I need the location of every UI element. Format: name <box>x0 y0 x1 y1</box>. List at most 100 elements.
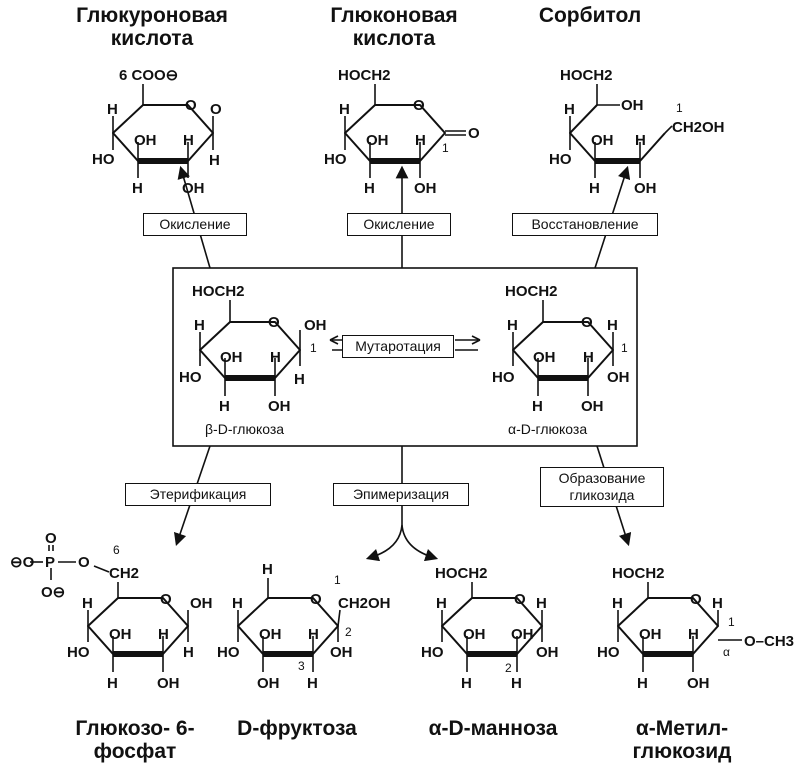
svg-text:H: H <box>436 595 447 612</box>
title-sorbitol: Сорбитол <box>538 4 642 27</box>
alpha-glucose-structure: HOCH2 O H OH 1 H HO OH H H OH α-D-глюкоз… <box>492 283 630 437</box>
title-gluconic-acid: Глюконовая кислота <box>330 4 458 50</box>
svg-text:H: H <box>183 132 194 149</box>
svg-text:HOCH2: HOCH2 <box>338 67 391 84</box>
svg-text:HO: HO <box>492 369 515 386</box>
svg-text:O: O <box>690 591 702 608</box>
svg-text:OH: OH <box>581 398 604 415</box>
svg-text:O: O <box>413 97 425 114</box>
svg-text:HOCH2: HOCH2 <box>505 283 558 300</box>
mannose-structure: HOCH2 O H OH H HO OH H OH H 2 <box>421 565 559 692</box>
svg-text:OH: OH <box>257 675 280 692</box>
svg-text:H: H <box>270 349 281 366</box>
svg-text:O: O <box>45 530 57 547</box>
svg-text:H: H <box>532 398 543 415</box>
svg-text:O⊖: O⊖ <box>41 584 65 601</box>
svg-text:OH: OH <box>259 626 282 643</box>
svg-text:HO: HO <box>92 151 115 168</box>
svg-text:⊖O: ⊖O <box>10 554 35 571</box>
svg-text:HO: HO <box>597 644 620 661</box>
label-glycoside-formation: Образование гликозида <box>540 467 664 507</box>
svg-text:HOCH2: HOCH2 <box>435 565 488 582</box>
svg-text:H: H <box>637 675 648 692</box>
svg-text:OH: OH <box>109 626 132 643</box>
glucuronic-acid-structure: 6 COO⊖ O O H H HO OH H H OH <box>92 67 222 197</box>
svg-text:H: H <box>294 371 305 388</box>
svg-text:1: 1 <box>442 141 449 155</box>
svg-text:HOCH2: HOCH2 <box>192 283 245 300</box>
central-box <box>172 267 638 447</box>
svg-text:HO: HO <box>549 151 572 168</box>
svg-text:OH: OH <box>220 349 243 366</box>
svg-text:O: O <box>581 314 593 331</box>
svg-text:H: H <box>589 180 600 197</box>
svg-text:H: H <box>82 595 93 612</box>
svg-text:2: 2 <box>505 661 512 675</box>
sorbitol-structure: HOCH2 OH CH2OH 1 H HO OH H H OH <box>549 67 725 197</box>
svg-text:H: H <box>364 180 375 197</box>
svg-text:OH: OH <box>157 675 180 692</box>
title-mannose: α-D-манноза <box>428 717 558 740</box>
svg-text:H: H <box>507 317 518 334</box>
methylglucoside-structure: HOCH2 O H 1 O–CH3 α H HO OH H H OH <box>597 565 794 692</box>
title-glucuronic-acid: Глюкуроновая кислота <box>76 4 228 50</box>
svg-text:H: H <box>194 317 205 334</box>
label-oxidation-2: Окисление <box>347 213 451 236</box>
svg-text:H: H <box>461 675 472 692</box>
svg-text:HO: HO <box>324 151 347 168</box>
svg-text:CH2OH: CH2OH <box>338 595 391 612</box>
svg-text:OH: OH <box>607 369 630 386</box>
svg-text:HO: HO <box>67 644 90 661</box>
svg-text:O: O <box>310 591 322 608</box>
svg-text:H: H <box>635 132 646 149</box>
svg-text:OH: OH <box>268 398 291 415</box>
label-esterification: Этерификация <box>125 483 271 506</box>
svg-text:O: O <box>160 591 172 608</box>
svg-text:CH2OH: CH2OH <box>672 119 725 136</box>
beta-glucose-structure: HOCH2 O OH H 1 H HO OH H H OH β-D-глюкоз… <box>179 283 327 437</box>
svg-text:H: H <box>583 349 594 366</box>
label-mutarotation: Мутаротация <box>342 335 454 358</box>
svg-text:1: 1 <box>621 341 628 355</box>
svg-text:O: O <box>514 591 526 608</box>
svg-text:OH: OH <box>511 626 534 643</box>
svg-text:H: H <box>307 675 318 692</box>
svg-text:OH: OH <box>414 180 437 197</box>
svg-text:β-D-глюкоза: β-D-глюкоза <box>205 421 284 437</box>
svg-text:OH: OH <box>536 644 559 661</box>
svg-text:1: 1 <box>728 615 735 629</box>
svg-text:H: H <box>607 317 618 334</box>
svg-text:HOCH2: HOCH2 <box>560 67 613 84</box>
svg-text:O: O <box>185 97 197 114</box>
svg-text:OH: OH <box>366 132 389 149</box>
svg-text:OH: OH <box>190 595 213 612</box>
svg-text:OH: OH <box>533 349 556 366</box>
svg-text:OH: OH <box>687 675 710 692</box>
svg-text:3: 3 <box>298 659 305 673</box>
svg-text:H: H <box>511 675 522 692</box>
svg-text:H: H <box>219 398 230 415</box>
svg-text:H: H <box>158 626 169 643</box>
svg-text:O: O <box>468 125 480 142</box>
svg-text:1: 1 <box>334 573 341 587</box>
label-oxidation-1: Окисление <box>143 213 247 236</box>
svg-text:H: H <box>688 626 699 643</box>
svg-text:P: P <box>45 554 55 571</box>
svg-text:O: O <box>78 554 90 571</box>
svg-text:1: 1 <box>310 341 317 355</box>
svg-text:OH: OH <box>634 180 657 197</box>
svg-text:HO: HO <box>179 369 202 386</box>
svg-text:H: H <box>339 101 350 118</box>
svg-text:6: 6 <box>113 543 120 557</box>
svg-text:OH: OH <box>134 132 157 149</box>
svg-text:OH: OH <box>330 644 353 661</box>
svg-text:H: H <box>564 101 575 118</box>
svg-text:H: H <box>308 626 319 643</box>
svg-text:OH: OH <box>304 317 327 334</box>
title-glucose-6-phosphate: Глюкозо- 6-фосфат <box>75 717 195 763</box>
svg-text:O: O <box>210 101 222 118</box>
glucose-6-phosphate-structure: ⊖O P O CH2 O O⊖ 6 O OH H H HO OH H H OH <box>10 530 213 692</box>
svg-text:CH2: CH2 <box>109 565 139 582</box>
label-reduction: Восстановление <box>512 213 658 236</box>
svg-text:H: H <box>712 595 723 612</box>
